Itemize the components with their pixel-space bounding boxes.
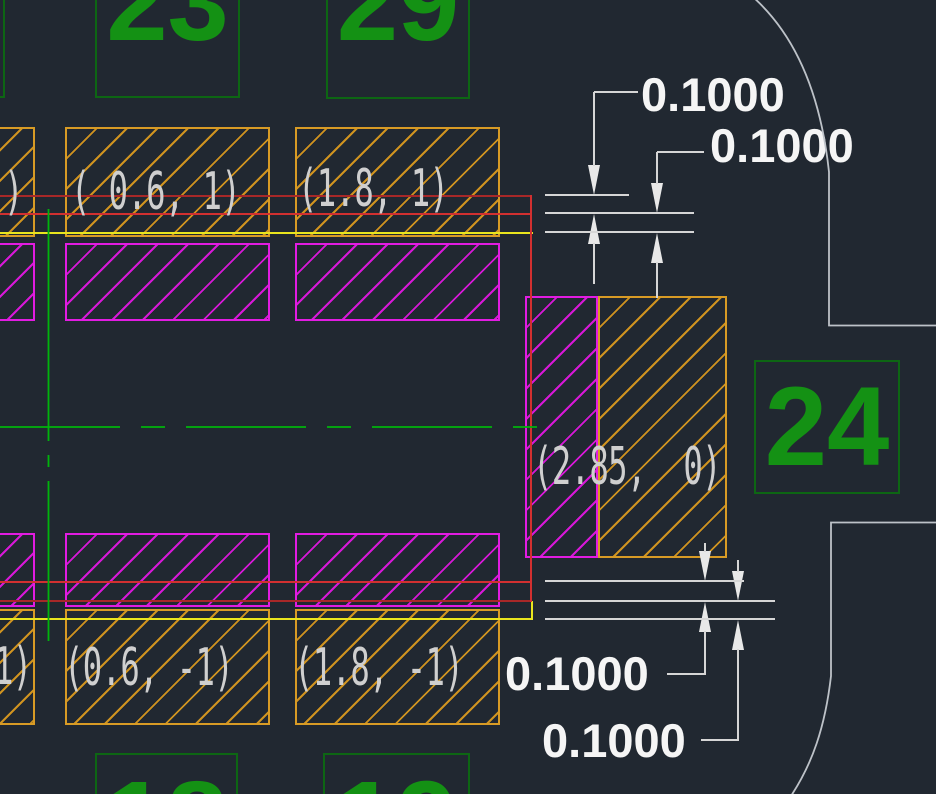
- pin-number-label: 23: [106, 0, 229, 64]
- dimension-value[interactable]: 0.1000: [542, 714, 686, 767]
- pad-coordinate-label: ): [4, 162, 23, 222]
- courtyard-line-red: [0, 213, 532, 215]
- extension-line: [545, 618, 775, 620]
- pad-hatch-magenta[interactable]: [0, 533, 35, 607]
- pad-coordinate-label: ( 0.6, 1): [71, 162, 241, 222]
- pin-number-box[interactable]: 19: [323, 753, 470, 794]
- pin-number-box[interactable]: 18: [95, 753, 238, 794]
- dimension-line: [656, 262, 658, 298]
- pin-number-label: 24: [764, 364, 890, 489]
- pad-coordinate-label: (1.8, 1): [298, 159, 449, 219]
- pad-coordinate-label: (0.6, -1): [64, 638, 234, 698]
- extension-line: [545, 231, 694, 233]
- pad-hatch-magenta[interactable]: [0, 243, 35, 321]
- pad-hatch-magenta[interactable]: [295, 533, 500, 607]
- dimension-arrow: [699, 551, 711, 581]
- pad-coordinate-label: (2.85, 0): [533, 437, 722, 497]
- extension-line: [545, 212, 694, 214]
- courtyard-line-red: [530, 195, 532, 602]
- courtyard-line-yellow: [531, 601, 533, 620]
- extension-line: [545, 600, 775, 602]
- courtyard-line-red: [0, 600, 532, 602]
- leader-line: [701, 739, 739, 741]
- pad-hatch-orange[interactable]: [295, 609, 500, 725]
- pad-hatch-magenta[interactable]: [525, 296, 598, 558]
- dimension-line: [737, 649, 739, 741]
- pad-hatch-magenta[interactable]: [65, 243, 270, 321]
- pad-hatch-orange[interactable]: [598, 296, 727, 558]
- pad-hatch-orange[interactable]: [0, 609, 35, 725]
- courtyard-line-red: [0, 195, 532, 197]
- pad-coordinate-label: (1.8, -1): [294, 638, 464, 698]
- dimension-arrows: [588, 165, 744, 650]
- dimension-value[interactable]: 0.1000: [505, 647, 649, 700]
- pad-hatch-orange[interactable]: [65, 127, 270, 237]
- dimension-line: [593, 243, 595, 284]
- pad-hatch-orange[interactable]: [65, 609, 270, 725]
- pin-number-label: 18: [97, 766, 236, 794]
- courtyard-line-red: [0, 581, 532, 583]
- dimension-arrow: [732, 571, 744, 601]
- dimension-arrow: [651, 233, 663, 263]
- board-outline-arc: [754, 0, 936, 327]
- pad-hatch-magenta[interactable]: [65, 533, 270, 607]
- leader-line: [667, 673, 706, 675]
- dimension-line: [656, 152, 658, 184]
- leader-line: [594, 91, 638, 93]
- extension-line: [545, 194, 629, 196]
- pin-number-label: 29: [336, 0, 460, 64]
- dimension-line: [593, 92, 595, 166]
- dimension-line: [704, 631, 706, 675]
- dimension-line: [737, 560, 739, 572]
- pin-number-label: 19: [325, 766, 468, 794]
- pad-hatch-magenta[interactable]: [295, 243, 500, 321]
- dimension-line: [704, 543, 706, 552]
- dimension-arrow: [699, 602, 711, 632]
- pad-coordinate-label: 1): [0, 637, 32, 697]
- courtyard-line-yellow: [0, 232, 533, 234]
- pin-number-box[interactable]: 24: [754, 360, 900, 494]
- pin-number-box[interactable]: 29: [326, 0, 470, 99]
- pin-number-box[interactable]: [0, 0, 5, 98]
- pin-number-box[interactable]: 23: [95, 0, 240, 98]
- extension-line: [545, 580, 744, 582]
- board-outline-arc: [791, 521, 936, 794]
- courtyard-line-yellow: [0, 618, 533, 620]
- dimension-arrow: [588, 214, 600, 244]
- dimension-arrow: [651, 183, 663, 213]
- dimension-arrow: [732, 620, 744, 650]
- pad-hatch-orange[interactable]: [0, 127, 35, 237]
- pad-hatch-orange[interactable]: [295, 127, 500, 237]
- dimension-value[interactable]: 0.1000: [710, 119, 854, 172]
- dimension-value[interactable]: 0.1000: [641, 68, 785, 121]
- leader-line: [657, 151, 704, 153]
- dimension-arrow: [588, 165, 600, 195]
